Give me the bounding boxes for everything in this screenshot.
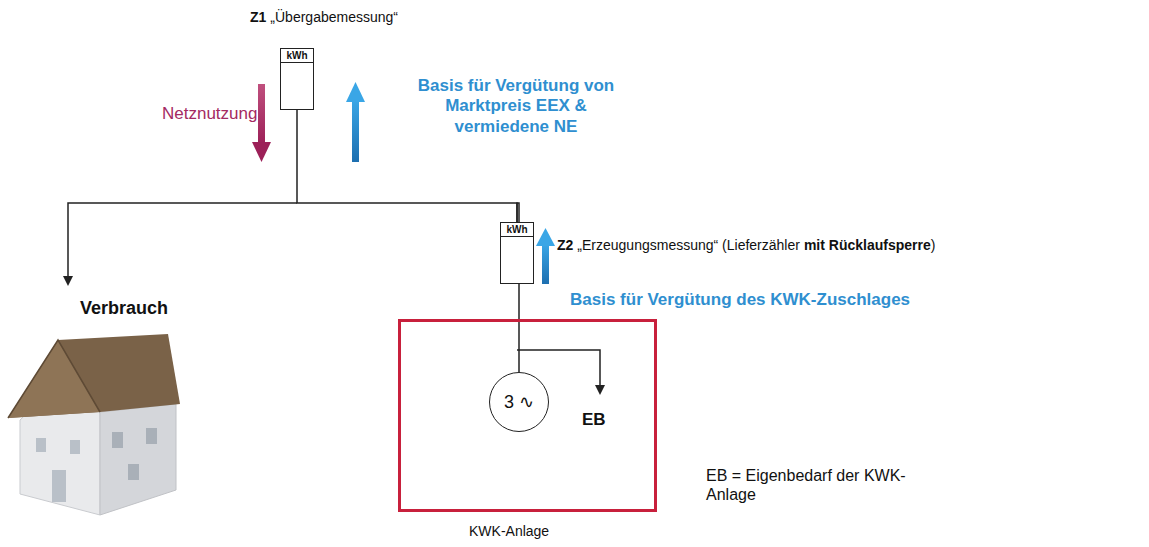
meter-heading: Z1„Übergabemessung“ — [250, 9, 398, 25]
annotation: Basis für Vergütung von Marktpreis EEX &… — [400, 76, 632, 137]
meter-box: kWh — [500, 222, 534, 284]
generator-circle: 3 ∿ — [489, 372, 549, 432]
meter-unit: kWh — [506, 224, 527, 235]
annotation: Verbrauch — [80, 298, 168, 320]
meter-box: Z1„Übergabemessung“kWh — [280, 48, 314, 110]
annotation: EB = Eigenbedarf der KWK-Anlage — [706, 466, 921, 504]
annotation: „Erzeugungsmessung“ (Lieferzähler — [577, 237, 800, 253]
annotation: EB — [582, 410, 606, 430]
plant-caption: KWK-Anlage — [469, 523, 549, 539]
consumption-wire — [68, 203, 297, 284]
meter-unit: kWh — [286, 50, 307, 61]
meter-id: Z1 — [250, 9, 266, 25]
house-illustration — [8, 334, 180, 515]
meter-description: Z2„Erzeugungsmessung“ (Lieferzählermit R… — [557, 237, 935, 253]
generator-symbol: 3 ∿ — [504, 391, 534, 413]
chp-plant-box: 3 ∿KWK-Anlage — [398, 319, 657, 512]
annotation: ) — [931, 237, 936, 253]
annotation: mit Rücklaufsperre — [804, 237, 931, 253]
annotation: Z2 — [557, 237, 573, 253]
annotation: Basis für Vergütung des KWK-Zuschlages — [570, 290, 910, 310]
feed-in-arrow — [346, 82, 365, 162]
annotation: Netznutzung — [162, 104, 257, 124]
meter-title: „Übergabemessung“ — [270, 9, 398, 25]
generation-arrow — [536, 228, 555, 284]
meter-header: kWh — [281, 49, 313, 63]
meter-header: kWh — [501, 223, 533, 237]
plant-name: KWK-Anlage — [469, 523, 549, 539]
